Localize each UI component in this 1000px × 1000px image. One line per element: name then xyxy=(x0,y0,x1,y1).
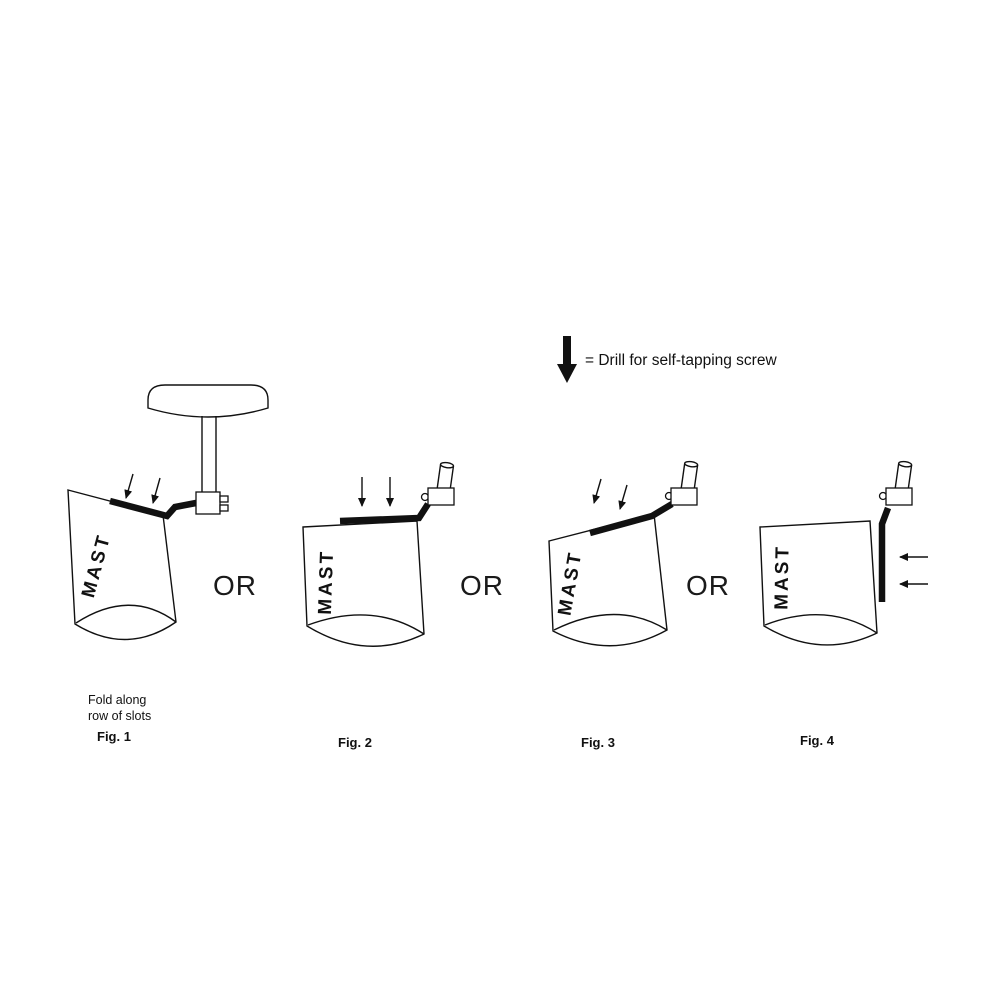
mast-opening-curve xyxy=(553,613,668,631)
figure-2-diagram: MAST xyxy=(302,461,455,647)
or-separator: OR xyxy=(213,570,257,601)
fold-note-line1: Fold along xyxy=(88,693,147,707)
or-separator: OR xyxy=(460,570,504,601)
figure-caption-2: Fig. 2 xyxy=(338,735,372,750)
drill-location-arrows xyxy=(899,553,928,588)
clamp-block xyxy=(427,487,455,506)
clamp-block xyxy=(195,491,221,515)
or-separator: OR xyxy=(686,570,730,601)
drill-location-arrows xyxy=(358,477,394,507)
mast-label: MAST xyxy=(771,544,793,610)
sensor-tube-icon xyxy=(436,461,455,491)
figure-3-diagram: MAST xyxy=(548,460,699,647)
mast-opening-curve xyxy=(307,614,425,635)
sensor-tube-icon xyxy=(894,460,913,491)
legend: = Drill for self-tapping screw xyxy=(556,336,777,386)
legend-label: = Drill for self-tapping screw xyxy=(585,352,777,369)
sensor-tube-icon xyxy=(680,460,699,491)
clamp-block xyxy=(885,487,913,506)
fold-note: Fold along row of slots xyxy=(88,692,151,725)
mounting-bracket xyxy=(339,502,431,525)
drill-arrow-icon xyxy=(557,336,577,383)
mast-opening-curve xyxy=(75,604,177,624)
drill-location-arrows xyxy=(124,473,161,504)
mast-label: MAST xyxy=(315,549,338,616)
figure-4-diagram: MAST xyxy=(759,460,928,646)
figure-caption-4: Fig. 4 xyxy=(800,733,834,748)
figure-caption-1: Fig. 1 xyxy=(97,729,131,744)
mounting-bracket xyxy=(878,506,892,602)
figure-caption-3: Fig. 3 xyxy=(581,735,615,750)
clamp-bolt-icon xyxy=(219,504,229,512)
clamp-block xyxy=(670,487,698,506)
figure-1-diagram: MAST xyxy=(67,384,269,641)
fold-note-line2: row of slots xyxy=(88,709,152,724)
clamp-bolt-icon xyxy=(219,495,229,503)
drill-location-arrows xyxy=(592,478,628,510)
mounting-bracket xyxy=(109,497,197,520)
mast-opening-curve xyxy=(764,614,878,634)
sensor-head-icon xyxy=(147,384,269,418)
mounting-bracket xyxy=(589,501,674,537)
